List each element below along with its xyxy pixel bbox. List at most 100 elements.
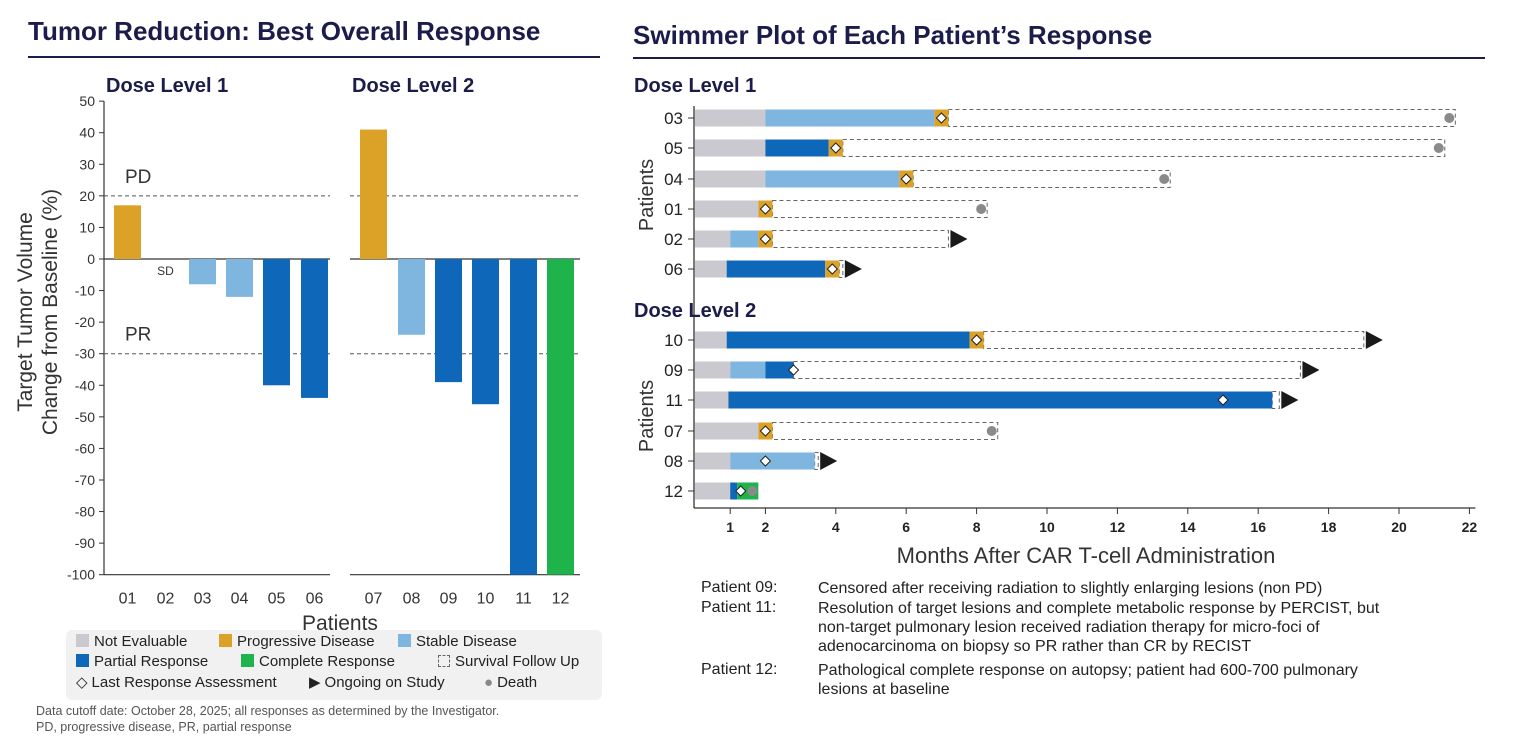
followup-box-patient-09 [793,361,1301,379]
legend-swatch-stable [398,634,411,647]
x-axis-label: Patients [302,612,378,635]
segment-not-evaluable [695,361,731,379]
left-panel-title: Tumor Reduction: Best Overall Response [28,16,541,46]
legend-partial: Partial Response [76,652,208,672]
swimmer-row-label: 04 [664,170,683,189]
bar-patient-09 [435,259,462,383]
y-tick-label: -30 [75,346,95,362]
x-tick-label: 08 [403,591,421,608]
y-tick-label: -70 [75,472,95,488]
legend-stable: Stable Disease [398,632,517,652]
swimmer-y-axis-label: Patients [636,159,658,231]
y-tick-label: 20 [79,188,95,204]
legend-last-assessment: ◇Last Response Assessment [76,673,277,693]
swimmer-row-label: 11 [665,391,683,410]
note-line: adenocarcinoma on biopsy so PR rather th… [818,638,1252,655]
ongoing-marker-patient-10 [1365,331,1383,349]
followup-box-patient-06 [838,260,844,278]
segment-not-evaluable [695,200,759,218]
diamond-marker-patient-03 [935,112,948,124]
x-tick-label: 05 [268,591,286,608]
diamond-marker-patient-06 [826,263,838,275]
swimmer-x-tick-label: 14 [1180,519,1196,535]
x-tick-label: 04 [231,591,249,608]
swimmer-x-tick-label: 1 [726,519,734,535]
legend-label: Ongoing on Study [324,674,445,691]
left-title-rule [28,56,600,58]
legend-label: Last Response Assessment [91,674,277,691]
swimmer-x-tick-label: 12 [1110,519,1126,535]
panel-title-2: Dose Level 2 [352,75,474,97]
x-tick-label: 10 [477,591,495,608]
bar-patient-01 [114,205,141,259]
segment-not-evaluable [695,170,766,188]
diamond-marker-patient-05 [830,142,842,154]
legend-label: Progressive Disease [237,633,375,650]
swimmer-group-title-2: Dose Level 2 [634,300,756,322]
swimmer-row-label: 09 [664,361,683,380]
followup-box-patient-02 [771,230,949,248]
bar-patient-05 [263,259,290,386]
legend: Not Evaluable Progressive Disease Stable… [66,630,602,700]
swimmer-y-axis-label: Patients [636,380,658,452]
swimmer-x-tick-label: 16 [1250,519,1266,535]
legend-ongoing: ▶Ongoing on Study [309,673,445,693]
segment-partial-response [728,391,1273,409]
swimmer-row-label: 05 [664,139,683,158]
right-title-rule [633,57,1485,59]
bar-patient-07 [360,129,387,259]
swimmer-x-tick-label: 20 [1391,519,1407,535]
legend-swatch-not-evaluable [76,634,89,647]
x-tick-label: 01 [119,591,137,608]
footnote-line: PD, progressive disease, PR, partial res… [36,720,292,734]
death-marker-patient-01 [976,204,987,214]
followup-box-patient-11 [1271,391,1280,409]
y-tick-label: -100 [67,567,95,583]
x-tick-label: 02 [157,591,175,608]
footnote: Data cutoff date: October 28, 2025; all … [36,703,499,735]
y-tick-label: -50 [75,409,95,425]
note-line: Pathological complete response on autops… [818,662,1358,679]
reference-label-pr: PR [125,325,151,346]
segment-not-evaluable [695,109,766,127]
x-tick-label: 07 [365,591,383,608]
bar-patient-08 [398,259,425,335]
swimmer-x-tick-label: 6 [902,519,910,535]
segment-stable-disease [730,452,815,470]
swimmer-x-tick-label: 10 [1039,519,1055,535]
legend-progressive: Progressive Disease [219,632,375,652]
swimmer-x-tick-label: 2 [762,519,770,535]
y-axis-label-line2: Change from Baseline (%) [39,189,62,435]
bar-patient-03 [189,259,216,285]
followup-box-patient-08 [814,452,819,470]
y-tick-label: 50 [79,93,95,109]
legend-death: ●Death [484,673,537,693]
legend-label: Not Evaluable [94,633,188,650]
y-tick-label: -20 [75,314,95,330]
y-tick-label: -40 [75,377,95,393]
y-tick-label: -90 [75,535,95,551]
annotation-sd: SD [157,264,174,278]
y-tick-label: 30 [79,156,95,172]
followup-box-patient-01 [771,200,988,218]
bar-patient-10 [472,259,499,405]
footnote-line: Data cutoff date: October 28, 2025; all … [36,704,500,718]
ongoing-marker-patient-09 [1302,361,1320,379]
swimmer-x-axis-label: Months After CAR T-cell Administration [897,543,1276,568]
swimmer-row-label: 08 [664,452,683,471]
swimmer-x-tick-label: 22 [1462,519,1478,535]
y-tick-label: 10 [79,219,95,235]
swimmer-row-label: 10 [664,331,683,350]
diamond-marker-patient-10 [970,334,983,346]
death-marker-patient-04 [1159,174,1170,184]
legend-label: Partial Response [94,653,209,670]
note-patient-09-text: Censored after receiving radiation to sl… [818,579,1468,598]
circle-icon: ● [484,674,494,691]
swimmer-x-tick-label: 8 [973,519,981,535]
segment-partial-response [730,482,738,500]
reference-label-pd: PD [125,167,151,188]
diamond-marker-patient-11 [1217,394,1229,406]
swimmer-x-tick-label: 4 [832,519,840,535]
bar-patient-11 [510,259,537,575]
note-patient-11-id: Patient 11: [701,599,777,616]
